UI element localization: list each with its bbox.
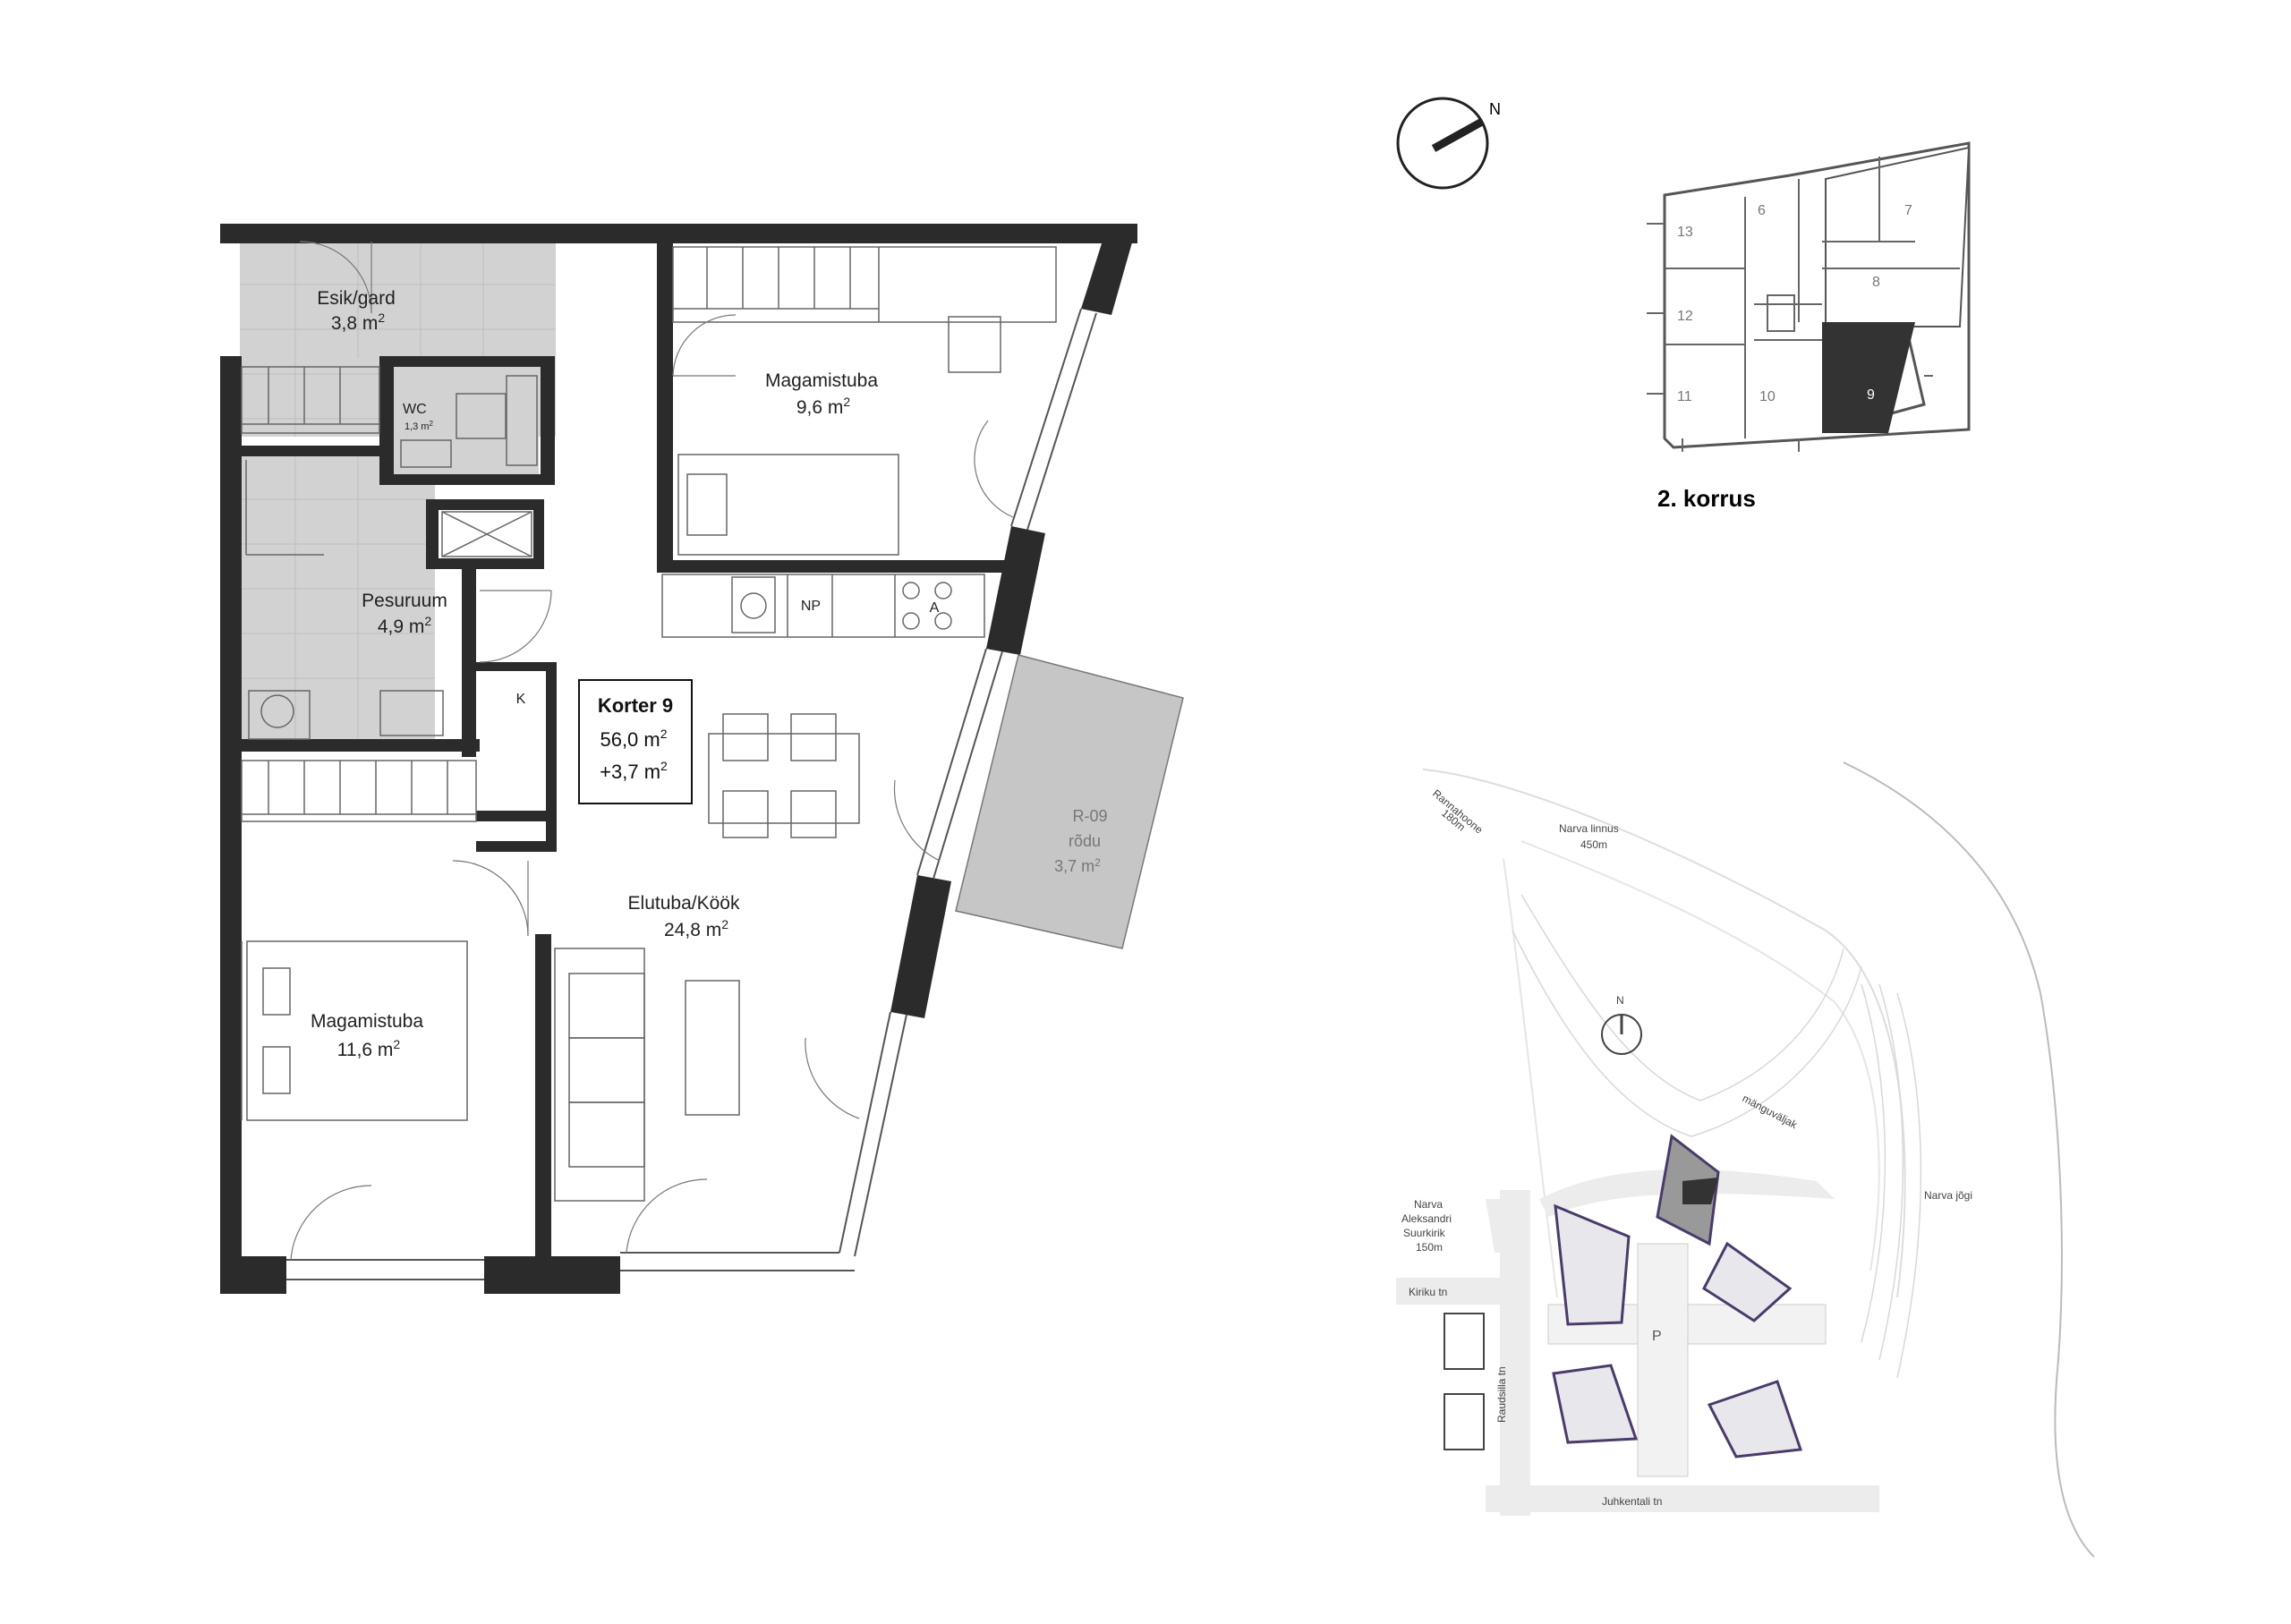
label-church-dist: 150m [1416,1241,1443,1254]
room-name-bedroom-top: Magamistuba [765,370,878,391]
interior-walls [220,243,1011,1258]
room-name-bedroom-bottom: Magamistuba [311,1011,423,1032]
site-map: P N Rannahoone 180m Narva linnus 450m Na… [1396,761,2095,1558]
label-church-1: Narva [1414,1198,1443,1211]
window-lines [286,308,1097,1280]
balcony [955,654,1184,949]
unit-11: 11 [1677,389,1692,404]
apartment-plan: R-09 rõdu 3,7 m2 Esik/gard 3,8 m2 WC 1,3… [220,224,1184,1294]
label-juhkentali: Juhkentali tn [1602,1495,1662,1508]
key-plan-walls [1647,157,1960,452]
site-north-label: N [1616,994,1624,1007]
bathroom-floor [240,455,435,739]
apartment-info-box [578,679,693,804]
bathroom-fixtures [245,375,538,740]
room-name-bathroom: Pesuruum [362,591,447,611]
bed-bottom [241,940,468,1121]
roads [1396,1169,1879,1516]
unit-13: 13 [1677,225,1693,240]
room-name-living: Elutuba/Köök [628,893,740,914]
room-area-bedroom-top: 9,6 m2 [796,395,851,418]
north-label: N [1489,100,1501,118]
room-area-living: 24,8 m2 [664,917,728,940]
label-river: Narva jõgi [1924,1189,1972,1202]
apartment-extra-area: +3,7 m2 [600,759,668,783]
wardrobe-top [672,246,1057,373]
balcony-name: rõdu [1069,832,1101,850]
balcony-code: R-09 [1072,807,1107,825]
label-kiriku: Kiriku tn [1409,1286,1447,1298]
label-church-2: Aleksandri [1401,1212,1452,1225]
room-area-bathroom: 4,9 m2 [378,614,432,637]
closet-label: K [516,692,526,707]
room-area-wc: 1,3 m2 [405,420,434,432]
unit-7: 7 [1904,203,1912,218]
room-name-wc: WC [403,402,427,417]
label-church-3: Suurkirik [1403,1227,1446,1239]
dining-set [708,713,860,838]
unit-12: 12 [1677,309,1693,324]
label-castle: Narva linnus [1559,822,1619,835]
stove-label: A [930,600,940,616]
north-arrow: N [1396,97,1501,190]
parking-label: P [1652,1329,1662,1344]
door-swings [290,241,941,1261]
highlighted-unit-9 [1822,322,1915,433]
hall-closets [241,366,477,822]
entrance-tiles [240,240,556,739]
floor-title: 2. korrus [1657,485,1756,512]
house-1 [1444,1313,1485,1370]
unit-10: 10 [1759,389,1776,404]
label-castle-dist: 450m [1580,838,1607,851]
room-name-entrance: Esik/gard [317,288,396,309]
contour-lines [1512,894,1922,1379]
sofa [554,948,740,1202]
balcony-area: 3,7 m2 [1054,856,1101,875]
apartment-title: Korter 9 [598,694,673,717]
outer-walls [220,224,1137,1294]
parking-area-2 [1637,1243,1689,1477]
apartment-area: 56,0 m2 [600,727,667,751]
room-area-bedroom-bottom: 11,6 m2 [337,1037,401,1060]
wc-floor [394,362,539,479]
kitchen-counter [661,574,985,638]
unit-6: 6 [1758,203,1766,218]
unit-9: 9 [1867,387,1875,403]
complex-buildings [1552,1134,1803,1458]
room-area-entrance: 3,8 m2 [331,310,386,334]
floor-key-plan: 13 6 7 8 12 11 10 9 2. korrus [1647,141,1971,512]
bed-top [677,454,899,556]
label-raudsilla: Raudsilla tn [1495,1366,1508,1423]
dishwasher-label: NP [801,599,821,614]
house-2 [1444,1393,1485,1450]
unit-8: 8 [1872,275,1880,290]
